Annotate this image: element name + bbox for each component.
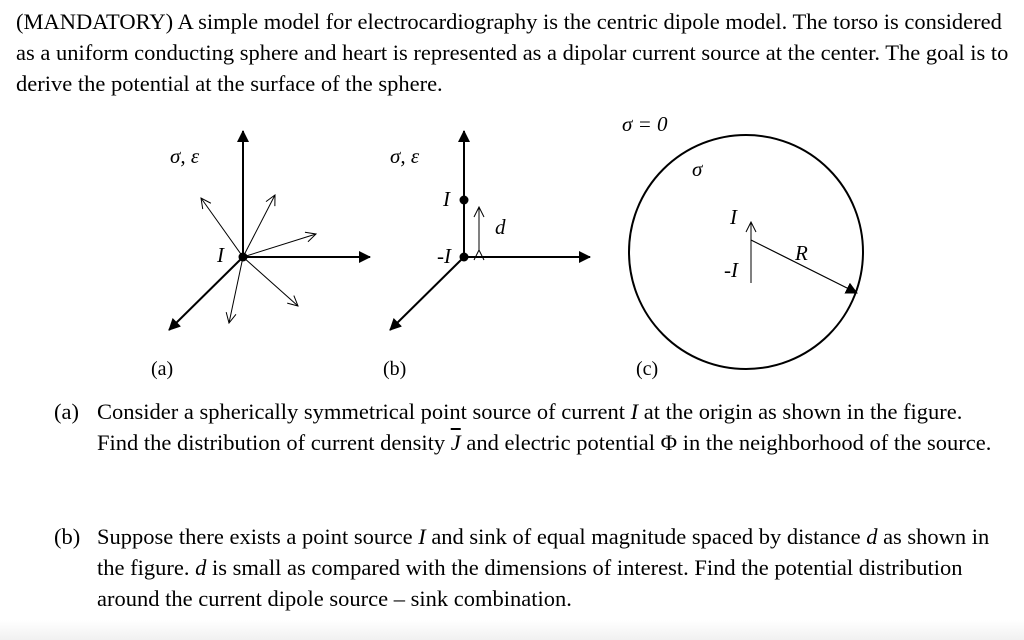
radius-label-c: R: [794, 241, 808, 265]
dipole-model-figure: σ, ε I (a) σ, ε I -I d (b) σ = 0 σ I -I …: [151, 112, 864, 380]
inside-conductivity-label: σ: [692, 157, 704, 181]
axes-a: [168, 130, 371, 331]
question-a-text-2: at the origin as shown in the figure. Fi…: [97, 399, 963, 455]
distance-symbol: d: [866, 524, 878, 549]
source-label-b: I: [442, 187, 451, 211]
figure-b: σ, ε I -I d (b): [383, 130, 591, 380]
current-symbol: I: [630, 399, 639, 424]
outside-conductivity-label: σ = 0: [622, 112, 668, 136]
caption-a: (a): [151, 358, 173, 380]
question-a: (a) Consider a spherically symmetrical p…: [54, 396, 999, 458]
question-a-text: Consider a spherically symmetrical point…: [97, 396, 999, 458]
question-b-text-1: Suppose there exists a point source: [97, 524, 419, 549]
axes-b: [389, 130, 591, 331]
point-source-dot-a: [238, 252, 248, 262]
question-a-text-1: Consider a spherically symmetrical point…: [97, 399, 631, 424]
question-a-text-3: and electric potential Φ in the neighbor…: [460, 430, 992, 455]
question-b-label: (b): [54, 524, 81, 549]
source-label-c: I: [729, 205, 738, 229]
current-density-symbol: J: [450, 430, 461, 455]
intro-paragraph: (MANDATORY) A simple model for electroca…: [16, 9, 1009, 96]
sink-label-c: -I: [724, 258, 739, 282]
question-b: (b) Suppose there exists a point source …: [54, 521, 999, 614]
sink-dot-b: [459, 252, 469, 262]
torso-sphere: [628, 134, 864, 370]
radius-arrow-c: [750, 239, 858, 294]
medium-label-a: σ, ε: [170, 144, 200, 168]
source-label-a: I: [216, 243, 225, 267]
question-b-text-4: is small as compared with the dimensions…: [97, 555, 963, 611]
sink-label-b: -I: [437, 244, 452, 268]
spacing-label-b: d: [495, 215, 506, 239]
current-symbol: I: [418, 524, 426, 549]
page-bottom-shade: [0, 620, 1024, 640]
caption-b: (b): [383, 358, 406, 380]
question-b-text-3: as shown in the figure.: [97, 524, 990, 580]
source-dot-b: [459, 195, 469, 205]
radial-current-arrows-a: [201, 195, 316, 323]
question-b-text-2: and sink of equal magnitude spaced by di…: [425, 524, 867, 549]
medium-label-b: σ, ε: [390, 144, 420, 168]
question-a-label: (a): [54, 399, 79, 424]
distance-symbol: d: [195, 555, 207, 580]
caption-c: (c): [636, 358, 658, 380]
figure-a: σ, ε I (a): [151, 130, 371, 380]
figure-c: σ = 0 σ I -I R (c): [622, 112, 864, 380]
question-b-text: Suppose there exists a point source I an…: [97, 521, 999, 614]
